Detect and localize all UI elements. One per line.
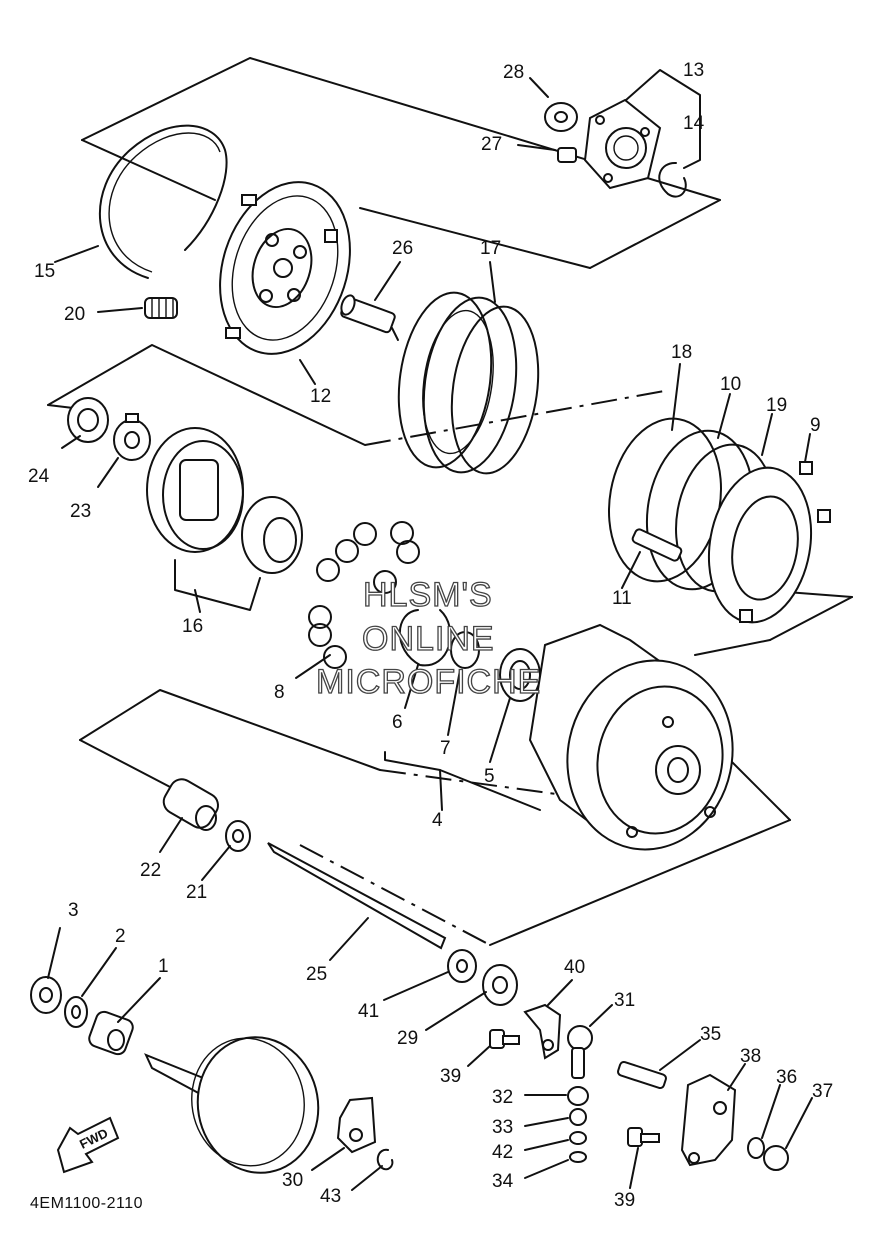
fwd-direction-arrow: FWD — [56, 1116, 120, 1174]
clamp-31 — [567, 1025, 593, 1079]
callout-10: 10 — [720, 374, 741, 395]
watermark: HLSM'S ONLINE MICROFICHE — [315, 575, 541, 701]
kick-shaft-disc — [144, 1036, 320, 1174]
callout-5: 5 — [484, 766, 495, 787]
callout-40: 40 — [564, 957, 585, 978]
callout-39b: 39 — [614, 1190, 635, 1211]
circlip-43 — [376, 1148, 394, 1171]
bolt-35 — [617, 1060, 667, 1090]
callout-34: 34 — [492, 1171, 514, 1192]
callout-22: 22 — [140, 860, 161, 881]
washer-36 — [747, 1137, 765, 1159]
bearing-housing — [583, 98, 662, 190]
lever-40 — [523, 1003, 562, 1060]
callout-35: 35 — [700, 1024, 721, 1045]
bolt-11 — [631, 528, 683, 562]
callout-28: 28 — [503, 62, 524, 83]
bracket-38 — [680, 1073, 737, 1167]
screw-39b — [627, 1127, 660, 1147]
callout-labels: 15 20 12 26 17 28 13 14 27 24 23 16 8 6 … — [28, 60, 833, 1211]
callout-33: 33 — [492, 1117, 513, 1138]
callout-24: 24 — [28, 466, 50, 487]
callout-38: 38 — [740, 1046, 761, 1067]
callout-11: 11 — [612, 588, 632, 609]
clutch-spring — [144, 297, 178, 319]
washer-21 — [225, 820, 251, 852]
nut-32 — [567, 1086, 589, 1106]
lever-30 — [336, 1096, 377, 1154]
callout-1: 1 — [158, 956, 169, 977]
circlip-6 — [398, 609, 452, 667]
spacer-22 — [162, 778, 219, 831]
screw-39a — [489, 1029, 520, 1049]
callout-6: 6 — [392, 712, 403, 733]
callout-15: 15 — [34, 261, 55, 282]
circlip-14 — [658, 161, 687, 198]
clutch-housing — [528, 623, 734, 851]
callout-4: 4 — [432, 810, 443, 831]
washer-42 — [569, 1131, 587, 1145]
nut-3 — [30, 976, 62, 1014]
callout-37: 37 — [812, 1081, 833, 1102]
gear-1 — [88, 1010, 134, 1056]
nut-37 — [763, 1145, 789, 1171]
callout-9: 9 — [810, 415, 821, 436]
callout-29: 29 — [397, 1028, 418, 1049]
callout-31: 31 — [614, 990, 635, 1011]
washer-2 — [64, 996, 88, 1028]
watermark-line2: ONLINE — [362, 620, 495, 658]
washer-41 — [447, 949, 477, 983]
bearing-28 — [544, 102, 578, 132]
friction-plates — [397, 291, 540, 475]
callout-41: 41 — [358, 1001, 379, 1022]
callout-42: 42 — [492, 1142, 513, 1163]
callout-23: 23 — [70, 501, 91, 522]
steel-balls — [308, 521, 420, 669]
callout-14: 14 — [683, 113, 705, 134]
callout-2: 2 — [115, 926, 126, 947]
callout-8: 8 — [274, 682, 285, 703]
bearing-24 — [67, 397, 109, 443]
callout-18: 18 — [671, 342, 692, 363]
callout-19: 19 — [766, 395, 787, 416]
group-frame-middle — [47, 344, 853, 656]
bearing-5 — [499, 648, 541, 702]
clutch-hub — [146, 427, 303, 574]
watermark-line1: HLSM'S — [363, 576, 493, 614]
circlip-ring — [98, 124, 228, 279]
diagram-code: 4EM1100-2110 — [30, 1195, 143, 1212]
clutch-pack-right — [607, 417, 831, 624]
callout-36: 36 — [776, 1067, 797, 1088]
callout-39a: 39 — [440, 1066, 461, 1087]
callout-17: 17 — [480, 238, 501, 259]
clip-34 — [569, 1151, 587, 1163]
washer-7 — [450, 631, 480, 669]
push-rod-25 — [267, 842, 447, 950]
callout-7: 7 — [440, 738, 451, 759]
callout-20: 20 — [64, 304, 85, 325]
callout-30: 30 — [282, 1170, 303, 1191]
callout-21: 21 — [186, 882, 207, 903]
spacer-33 — [569, 1108, 587, 1126]
screw-27 — [557, 147, 577, 163]
callout-27: 27 — [481, 134, 502, 155]
pressure-plate — [219, 181, 351, 355]
callout-3: 3 — [68, 900, 79, 921]
callout-12: 12 — [310, 386, 331, 407]
callout-25: 25 — [306, 964, 327, 985]
callout-16: 16 — [182, 616, 203, 637]
push-rod — [340, 294, 399, 341]
callout-13: 13 — [683, 60, 704, 81]
watermark-line3: MICROFICHE — [316, 663, 541, 701]
bearing-29 — [482, 964, 518, 1006]
leader-lines — [47, 69, 813, 1191]
lock-washer-23 — [113, 413, 151, 461]
callout-32: 32 — [492, 1087, 513, 1108]
callout-43: 43 — [320, 1186, 341, 1207]
callout-26: 26 — [392, 238, 413, 259]
